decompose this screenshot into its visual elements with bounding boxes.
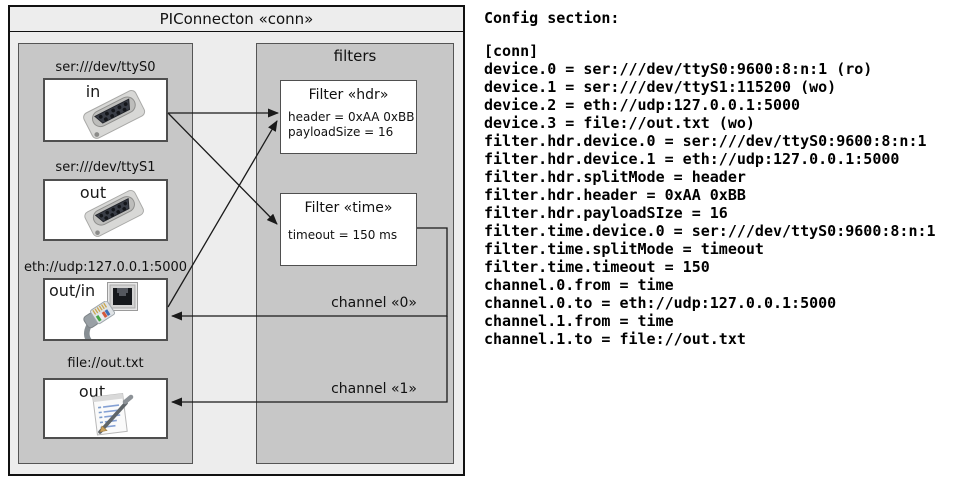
- filter-time-title: Filter «time»: [304, 200, 393, 216]
- device-label-file-out: file://out.txt: [67, 356, 144, 371]
- filter-hdr-prop-payloadsize: payloadSize = 16: [288, 125, 394, 139]
- device-box-ser-ttys1: out: [43, 179, 168, 241]
- filters-panel-title: filters: [333, 47, 377, 65]
- device-mode-label: out/in: [49, 281, 96, 300]
- device-box-file-out: out: [43, 378, 168, 439]
- channel-1-label: channel «1»: [331, 381, 417, 397]
- device-label-ser-ttys0: ser:///dev/ttyS0: [55, 60, 156, 75]
- config-body: [conn] device.0 = ser:///dev/ttyS0:9600:…: [484, 42, 936, 348]
- filter-hdr-prop-header: header = 0xAA 0xBB: [288, 110, 415, 124]
- device-mode-label: out: [79, 183, 107, 202]
- filter-time-prop-timeout: timeout = 150 ms: [288, 228, 398, 242]
- ethernet-cable-image: [83, 301, 116, 339]
- device-box-ser-ttys0: in: [43, 78, 168, 142]
- serial-connector-image: [84, 189, 144, 237]
- filter-time-box: Filter «time» timeout = 150 ms: [280, 193, 417, 266]
- diagram-title: PIConnecton «conn»: [10, 7, 463, 32]
- notepad-icon: [92, 393, 134, 436]
- filter-hdr-title: Filter «hdr»: [308, 87, 389, 103]
- device-label-eth-udp: eth://udp:127.0.0.1:5000: [23, 260, 188, 275]
- serial-connector-image: [83, 90, 146, 139]
- device-mode-label: in: [85, 82, 101, 101]
- device-box-eth-udp: out/in: [43, 278, 168, 341]
- channel-0-label: channel «0»: [331, 295, 417, 311]
- config-heading: Config section:: [484, 9, 620, 27]
- ethernet-port-icon: [107, 282, 138, 311]
- filter-hdr-box: Filter «hdr» header = 0xAA 0xBB payloadS…: [280, 80, 417, 154]
- device-label-ser-ttys1: ser:///dev/ttyS1: [55, 160, 156, 175]
